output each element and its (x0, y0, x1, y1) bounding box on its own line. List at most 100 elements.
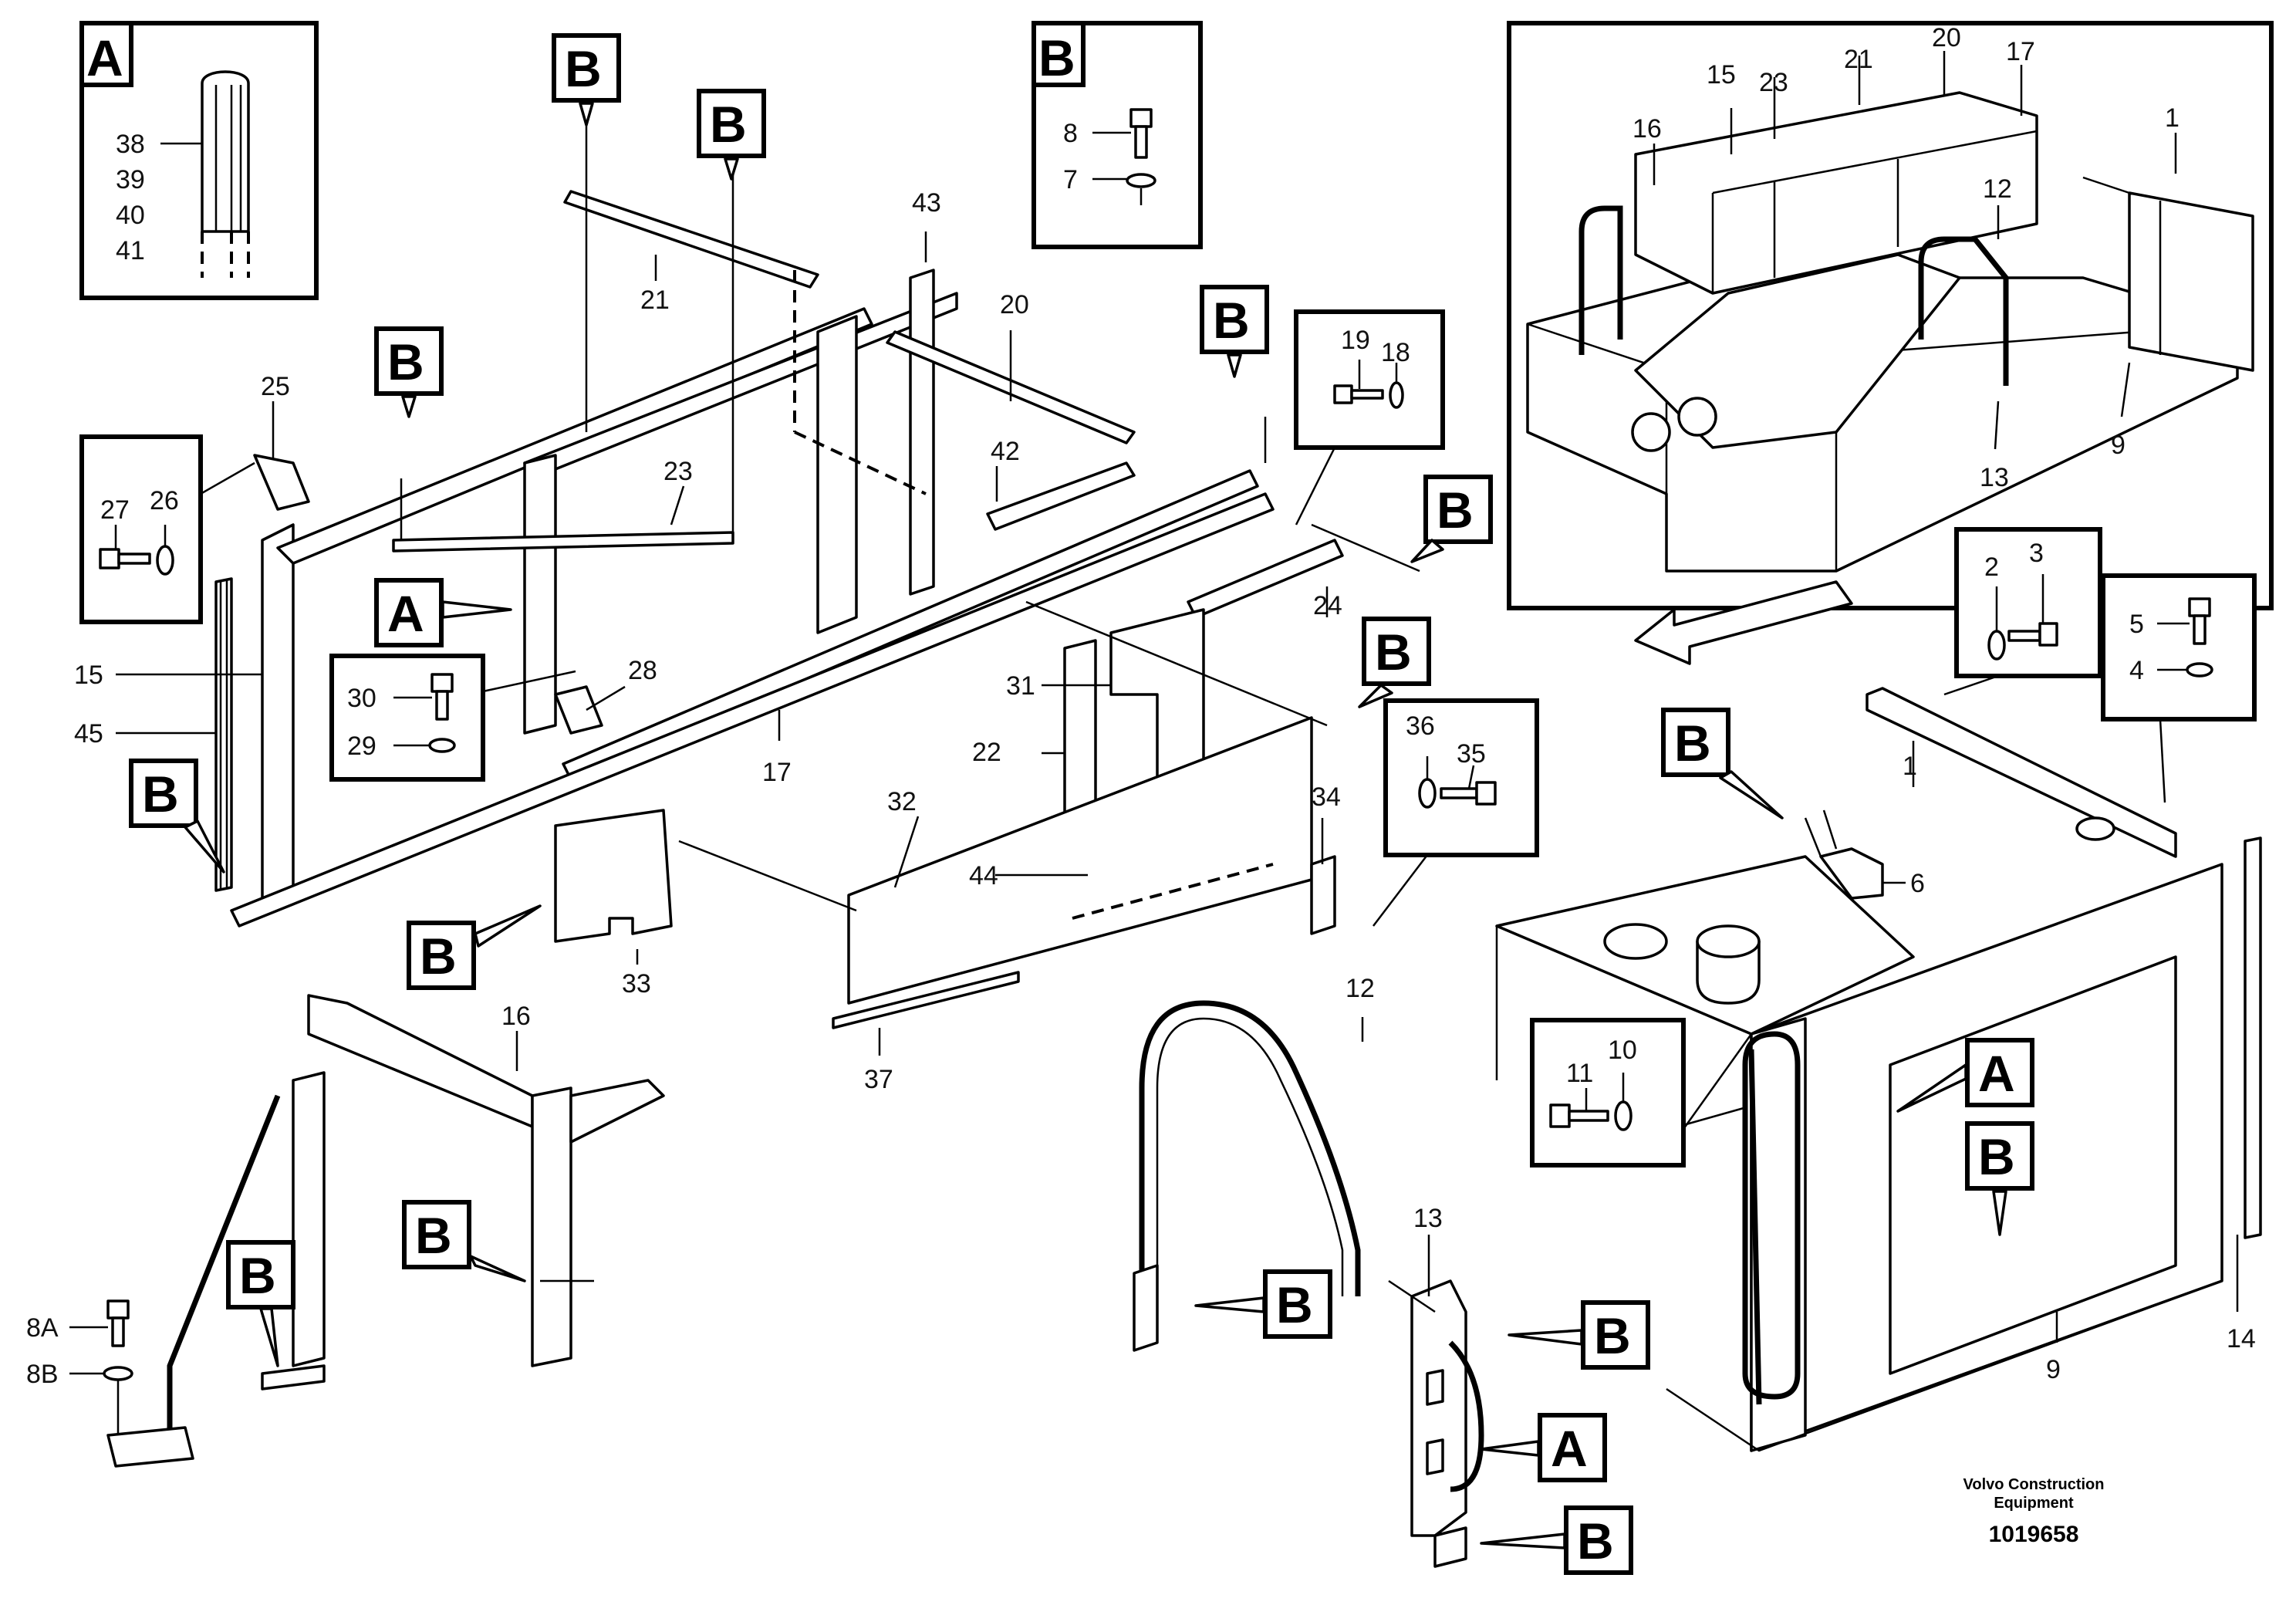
label-23: 23 (663, 457, 693, 486)
overview-label-12: 12 (1983, 174, 2012, 204)
bolt-icon (2188, 597, 2211, 645)
label-31: 31 (1006, 671, 1035, 701)
bolt-8a-washer-8b: 8A 8B (26, 1299, 133, 1435)
drawing-number: 1019658 (1989, 1522, 2079, 1547)
bolt-icon (99, 548, 151, 569)
callout-b: B (1577, 1512, 1614, 1570)
washer-icon (103, 1366, 133, 1381)
label-8: 8 (1063, 119, 1078, 148)
label-11: 11 (1566, 1059, 1593, 1088)
label-8b: 8B (26, 1360, 59, 1389)
label-5: 5 (2129, 610, 2144, 639)
roll-bar-assembly (1133, 1000, 1484, 1568)
label-2: 2 (1984, 552, 1999, 582)
detail-box-bolt-11-10: 11 10 (1530, 1018, 1744, 1168)
label-14: 14 (2227, 1324, 2256, 1353)
washer-icon (1418, 778, 1437, 809)
label-39: 39 (116, 165, 145, 194)
bolt-icon (106, 1299, 130, 1347)
label-9: 9 (2046, 1355, 2061, 1384)
label-7: 7 (1063, 165, 1078, 194)
credit-line-1: Volvo Construction (1963, 1476, 2105, 1493)
detail-box-bolt-19-18: 19 18 (1294, 309, 1445, 525)
bolt-icon (2007, 622, 2058, 647)
label-21: 21 (640, 286, 670, 315)
callout-boxes: B B B A B B B B B B (129, 33, 2034, 1575)
detail-box-bolt-30-29: 30 29 (329, 654, 576, 782)
label-10: 10 (1608, 1036, 1637, 1065)
label-26: 26 (150, 486, 179, 515)
washer-icon (156, 545, 174, 576)
callout-b: B (565, 40, 602, 97)
label-22: 22 (972, 738, 1001, 767)
label-4: 4 (2129, 656, 2144, 685)
label-34: 34 (1312, 782, 1341, 812)
label-35: 35 (1457, 739, 1486, 769)
detail-box-bolt-27-26: 27 26 (79, 434, 255, 624)
bolt-icon (1549, 1103, 1609, 1128)
callout-b: B (710, 96, 747, 153)
washer-icon (1987, 630, 2006, 661)
callout-b: B (142, 765, 179, 823)
guard-assembly-16 (106, 994, 665, 1468)
label-30: 30 (347, 684, 376, 713)
detail-box-bolt-2-3: 2 3 (1943, 527, 2102, 696)
label-32: 32 (887, 787, 917, 816)
callout-a-label: A (86, 29, 123, 86)
label-28: 28 (628, 656, 657, 685)
callout-b: B (1213, 292, 1250, 349)
overview-label-15: 15 (1707, 60, 1736, 90)
callout-b: B (415, 1207, 452, 1264)
overview-label-21: 21 (1844, 45, 1873, 74)
bolt-icon (1129, 108, 1153, 159)
overview-label-17: 17 (2006, 37, 2035, 66)
callout-b: B (1437, 482, 1474, 539)
overview-label-13: 13 (1980, 463, 2009, 492)
label-45: 45 (74, 719, 103, 748)
callout-b: B (1674, 715, 1711, 772)
callout-b: B (387, 333, 424, 390)
callout-b: B (1594, 1307, 1631, 1364)
bolt-icon (1440, 781, 1497, 806)
label-16: 16 (501, 1002, 531, 1031)
washer-icon (2186, 662, 2213, 678)
washer-icon (1126, 173, 1156, 188)
overview-label-9: 9 (2111, 431, 2125, 460)
detail-box-bolt-36-35: 36 35 (1373, 698, 1539, 927)
label-43: 43 (912, 188, 941, 218)
callout-b: B (1375, 623, 1412, 681)
drawing-credit: Volvo Construction Equipment 1019658 (1963, 1476, 2105, 1547)
label-29: 29 (347, 732, 376, 761)
label-38: 38 (116, 130, 145, 159)
overview-label-23: 23 (1759, 68, 1788, 97)
label-13: 13 (1413, 1204, 1443, 1233)
detail-box-a: A 38 39 40 41 (79, 21, 319, 300)
callout-b: B (239, 1247, 276, 1304)
label-15: 15 (74, 661, 103, 690)
label-40: 40 (116, 201, 145, 230)
direction-arrow-icon (1634, 580, 1853, 665)
callout-b-label: B (1038, 29, 1075, 86)
label-27: 27 (100, 495, 130, 525)
label-17: 17 (762, 758, 792, 787)
frame-assembly (214, 116, 1420, 1029)
label-25: 25 (261, 372, 290, 401)
washer-icon (428, 738, 456, 753)
overview-label-1: 1 (2165, 103, 2180, 133)
seal-profile-icon (201, 70, 250, 233)
callout-a: A (1551, 1420, 1588, 1477)
label-8a: 8A (26, 1313, 59, 1343)
label-20: 20 (1000, 290, 1029, 319)
callout-a: A (1978, 1045, 2015, 1102)
label-37: 37 (864, 1065, 893, 1094)
bolt-icon (1333, 384, 1384, 404)
bolt-icon (430, 673, 454, 721)
callout-a: A (387, 585, 424, 642)
overview-inset: 1 17 20 21 23 15 16 12 9 13 (1507, 21, 2274, 665)
overview-label-16: 16 (1633, 114, 1662, 144)
callout-b: B (1978, 1128, 2015, 1185)
label-44: 44 (969, 861, 998, 890)
label-6: 6 (1910, 869, 1925, 898)
label-33: 33 (622, 969, 651, 999)
